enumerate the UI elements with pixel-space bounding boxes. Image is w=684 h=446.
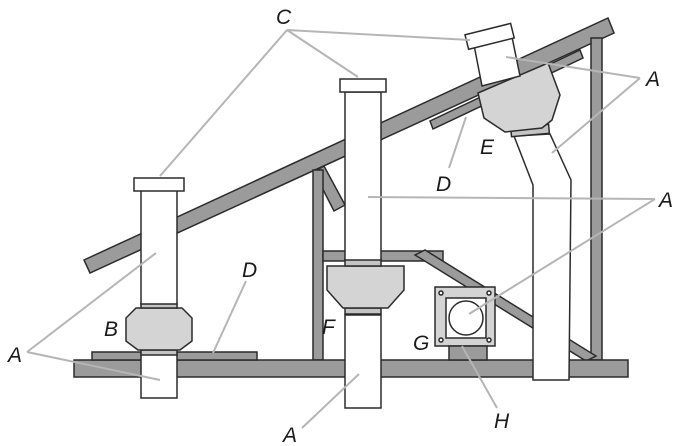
leader-a-to-offset-pipe-e <box>551 77 641 154</box>
chimney-cap-b <box>133 177 185 192</box>
thimble-collar <box>448 345 488 361</box>
chimney-pipe-b <box>140 189 178 305</box>
leader-c-to-cap-f <box>286 29 359 78</box>
mount-screw-tl <box>438 290 444 296</box>
callout-labels: C A E D A D B F G A H A <box>6 6 673 446</box>
horizontal-brace <box>322 250 444 262</box>
label-g: G <box>413 332 429 355</box>
leader-d-to-flashing-b <box>212 280 247 354</box>
leader-a-to-lower-pipe-b <box>26 351 161 381</box>
leader-lines <box>26 29 656 429</box>
ring-f-lower <box>344 307 382 315</box>
leader-a-to-thimble <box>468 198 656 315</box>
support-box-f <box>326 265 405 309</box>
chimney-cap-f <box>339 78 387 93</box>
leader-c-to-cap-e <box>286 29 471 41</box>
support-box-b <box>125 307 193 351</box>
leader-h-to-mount <box>461 345 498 409</box>
chimney-b <box>91 177 258 399</box>
chimney-e <box>464 22 572 381</box>
label-a-top-right: A <box>644 68 660 91</box>
pipe-below-ceiling-f <box>344 314 382 409</box>
label-a-left: A <box>6 344 22 367</box>
leader-a-to-pipe-f <box>367 196 656 200</box>
mount-screw-bl <box>438 337 444 343</box>
pipe-below-ceiling-b <box>140 352 178 399</box>
label-a-mid-right: A <box>657 189 673 212</box>
leader-a-to-top-pipe-e <box>505 56 641 79</box>
leader-a-to-pipe-b <box>26 252 157 353</box>
label-f: F <box>322 316 336 339</box>
stove-pipe-opening <box>448 300 484 336</box>
label-d-right: D <box>436 173 451 196</box>
chimney-f <box>326 78 405 409</box>
leader-d-to-flashing-e <box>448 116 467 169</box>
mount-screw-tr <box>486 290 492 296</box>
leader-a-to-lower-pipe-f <box>301 373 360 429</box>
mount-screw-br <box>486 337 492 343</box>
label-h: H <box>494 410 510 433</box>
chimney-pipe-f <box>344 91 382 261</box>
label-c: C <box>276 6 292 29</box>
leader-c-to-cap-b <box>159 29 288 177</box>
chimney-cap-e <box>464 22 516 51</box>
roof-support-box-e <box>477 62 561 133</box>
label-b: B <box>104 318 118 341</box>
label-d-left: D <box>242 259 257 282</box>
label-a-bottom: A <box>281 424 297 446</box>
wall-thimble-g <box>434 286 496 361</box>
label-e: E <box>480 136 495 159</box>
